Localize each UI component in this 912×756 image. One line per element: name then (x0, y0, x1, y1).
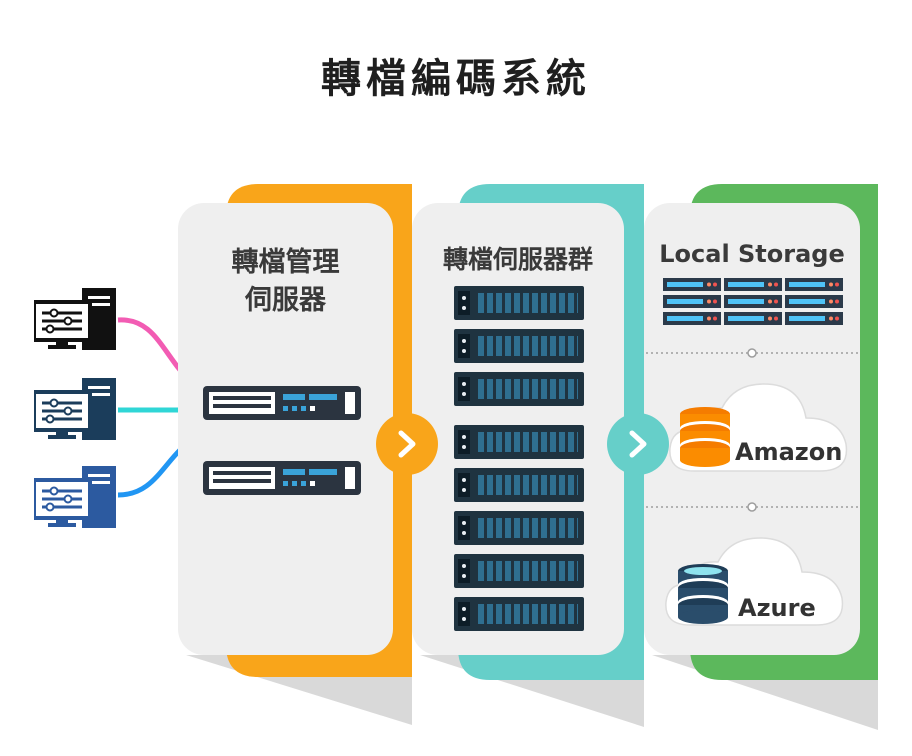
local-storage-title: Local Storage (659, 240, 845, 268)
rack-unit-icon (454, 554, 584, 588)
page-title: 轉檔編碼系統 (321, 56, 591, 102)
management-title-line1: 轉檔管理 (231, 247, 340, 278)
chevron-right-icon (376, 413, 438, 475)
management-title-line2: 伺服器 (245, 285, 326, 316)
storage-array-icon (663, 278, 843, 325)
database-icon (680, 407, 730, 467)
rack-unit-icon (454, 425, 584, 459)
workstation-icon (34, 466, 116, 528)
divider (646, 348, 858, 358)
rack-unit-icon (454, 372, 584, 406)
rack-unit-icon (454, 511, 584, 545)
workstation-icon (34, 378, 116, 440)
management-panel (178, 203, 393, 655)
chevron-right-icon (607, 413, 669, 475)
azure-label: Azure (738, 594, 816, 622)
rack-unit-icon (454, 286, 584, 320)
amazon-label: Amazon (735, 438, 843, 466)
divider (646, 502, 858, 512)
rack-server-icon (203, 386, 361, 420)
rack-unit-icon (454, 468, 584, 502)
rack-unit-icon (454, 597, 584, 631)
server-farm-title: 轉檔伺服器群 (442, 245, 593, 274)
database-icon (678, 564, 728, 624)
rack-unit-icon (454, 329, 584, 363)
workstation-icon (34, 288, 116, 350)
rack-server-icon (203, 461, 361, 495)
